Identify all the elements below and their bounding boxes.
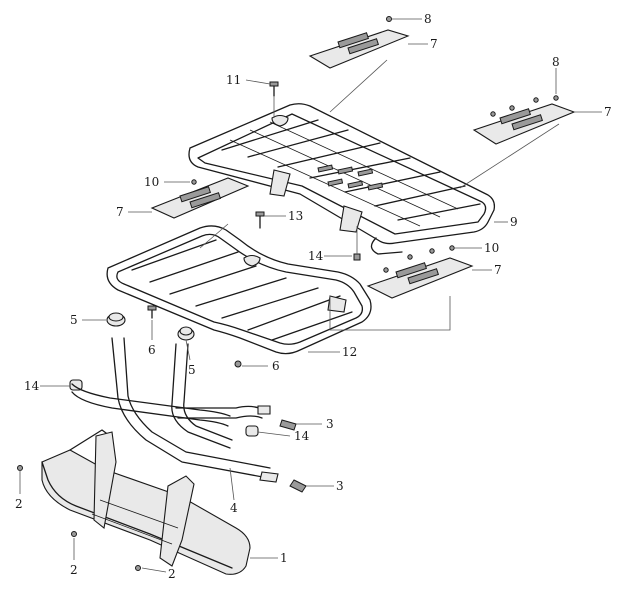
callout-7-lower: 7 — [494, 263, 502, 277]
callout-9: 9 — [510, 215, 518, 229]
callout-5-left: 5 — [70, 313, 78, 327]
bolt-3-lower — [289, 479, 307, 493]
bumper-tube-frame-4 — [71, 337, 279, 483]
callout-5-right: 5 — [188, 363, 196, 377]
callout-labels: 8 7 11 8 7 10 7 13 9 14 10 7 5 6 5 12 6 … — [15, 12, 612, 581]
callout-10-left: 10 — [144, 175, 159, 189]
callout-6-right: 6 — [272, 359, 280, 373]
callout-14-upper: 14 — [308, 249, 324, 263]
screw-2-c — [135, 565, 141, 571]
callout-1: 1 — [280, 551, 288, 565]
rear-rack-crossbars — [221, 119, 481, 221]
callout-8-top: 8 — [424, 12, 432, 26]
callout-8-right: 8 — [552, 55, 560, 69]
callout-11: 11 — [226, 73, 241, 87]
front-bumper-1 — [41, 429, 251, 575]
cap-5-left — [106, 312, 126, 327]
mount-plate-7-left — [150, 177, 250, 219]
screw-2-a — [17, 465, 23, 471]
bolt-3-upper — [279, 419, 297, 431]
bolt-11 — [269, 81, 279, 97]
label-leader-lines — [19, 18, 602, 573]
bolt-6-right — [234, 360, 242, 368]
bolt-8-top — [386, 16, 392, 22]
callout-4: 4 — [230, 501, 238, 515]
callout-14-lower: 14 — [294, 429, 310, 443]
callout-6-left: 6 — [148, 343, 156, 357]
spacer-14-right — [245, 425, 259, 437]
spacer-14-left — [69, 379, 83, 391]
bolts-8-right — [490, 95, 559, 117]
callout-7-left: 7 — [116, 205, 124, 219]
assembly-connector-lines — [199, 59, 560, 331]
callout-12: 12 — [342, 345, 357, 359]
front-rack-12 — [106, 225, 372, 355]
nut-14-upper — [353, 253, 361, 261]
bolts-10-right — [383, 245, 455, 273]
bolt-13 — [255, 211, 265, 229]
screw-2-b — [71, 531, 77, 537]
callout-3-lower: 3 — [336, 479, 344, 493]
mount-plate-7-lower — [366, 257, 474, 299]
callout-7-right: 7 — [604, 105, 612, 119]
callout-13: 13 — [288, 209, 303, 223]
callout-14-left: 14 — [24, 379, 40, 393]
rear-rack-slots — [317, 164, 384, 191]
cap-5-right — [177, 326, 195, 341]
callout-10-right: 10 — [484, 241, 499, 255]
rear-rack-9 — [188, 103, 496, 255]
bolt-6-left — [147, 305, 157, 319]
callout-2-a: 2 — [15, 497, 23, 511]
callout-7-top: 7 — [430, 37, 438, 51]
front-rack-crossbars — [131, 239, 353, 341]
callout-3-upper: 3 — [326, 417, 334, 431]
callout-2-c: 2 — [168, 567, 176, 581]
bolt-10-left — [191, 179, 197, 185]
mount-plate-7-top — [308, 29, 410, 69]
callout-2-b: 2 — [70, 563, 78, 577]
